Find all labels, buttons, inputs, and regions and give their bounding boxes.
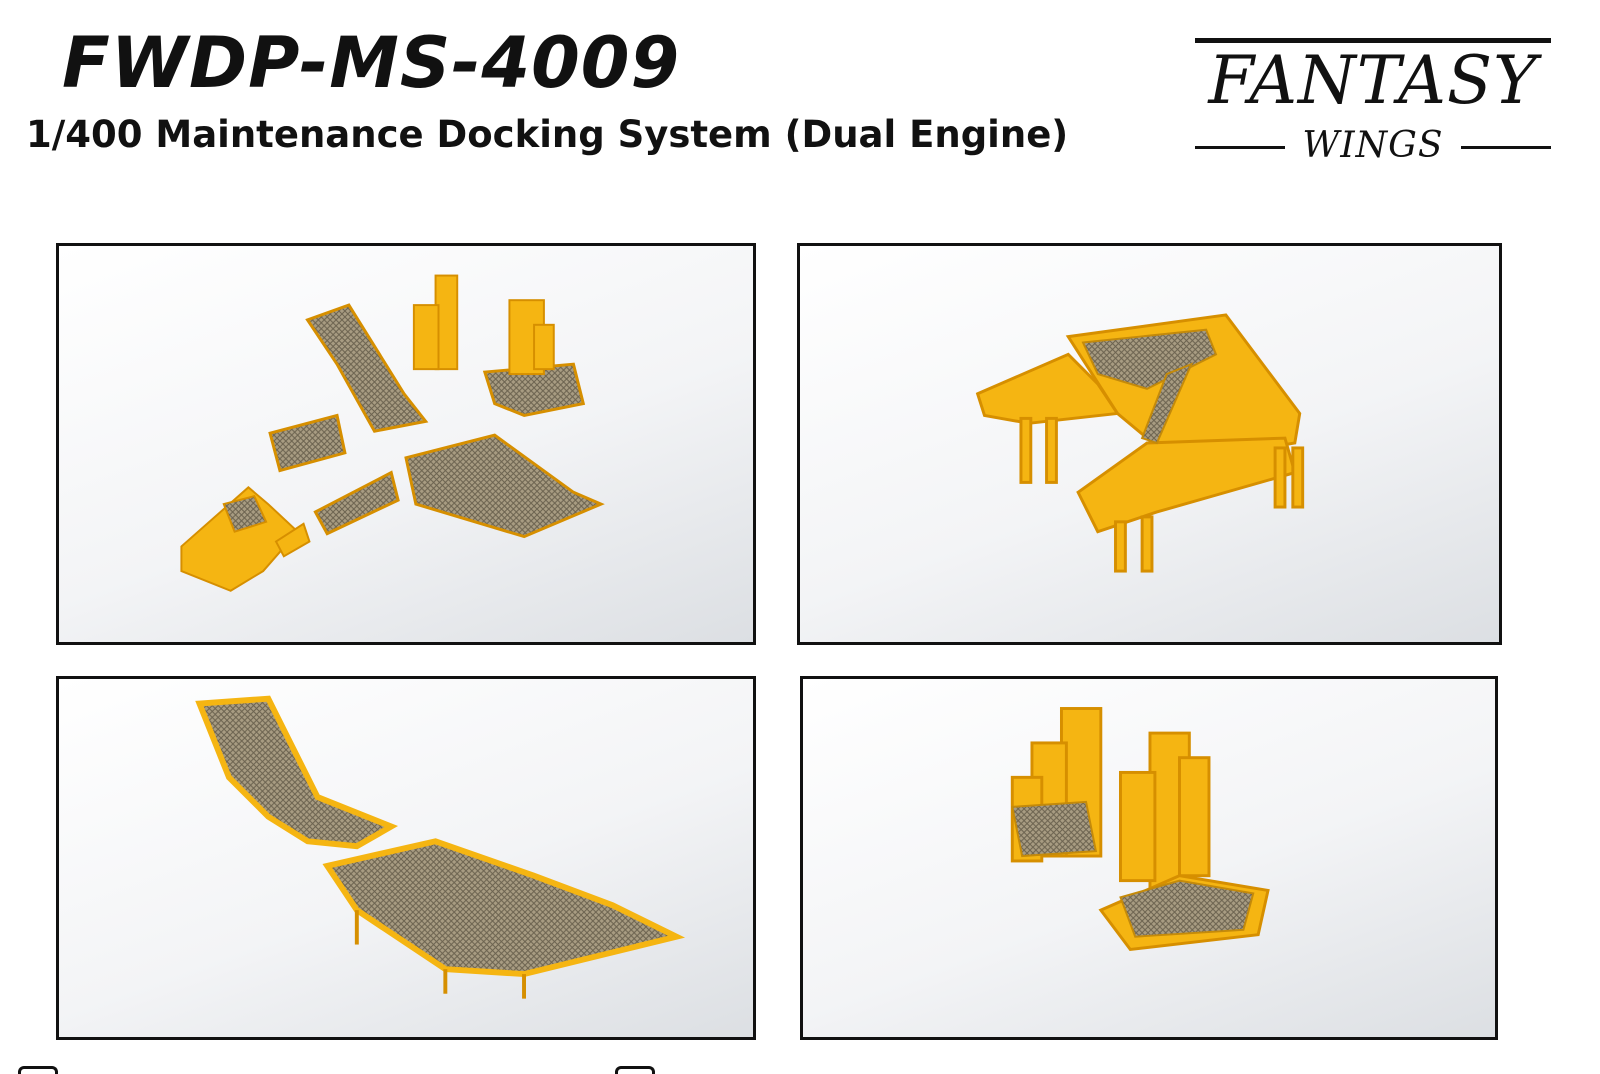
logo-brand-text: FANTASY [1208,42,1538,119]
brand-logo: FANTASY WINGS [1195,38,1551,168]
logo-rule-right [1461,146,1551,149]
photo-stair-towers [800,676,1498,1040]
photo-assembled-dock [797,243,1502,645]
platform-sections-illustration [195,695,686,999]
logo-rule-left [1195,146,1285,149]
stair-towers-illustration [1010,707,1270,952]
photo-platform-sections [56,676,756,1040]
photo-parts-overview [56,243,756,645]
parts-illustration [180,274,605,592]
logo-sub-row: WINGS [1195,128,1551,168]
bottom-corner-mid [615,1066,655,1074]
product-code: FWDP-MS-4009 [62,22,681,104]
logo-sub-text: WINGS [1302,125,1444,166]
product-title: 1/400 Maintenance Docking System (Dual E… [26,113,1069,156]
bottom-corner-left [18,1066,58,1074]
logo-rule [1195,38,1551,43]
assembled-dock-illustration [975,313,1305,573]
